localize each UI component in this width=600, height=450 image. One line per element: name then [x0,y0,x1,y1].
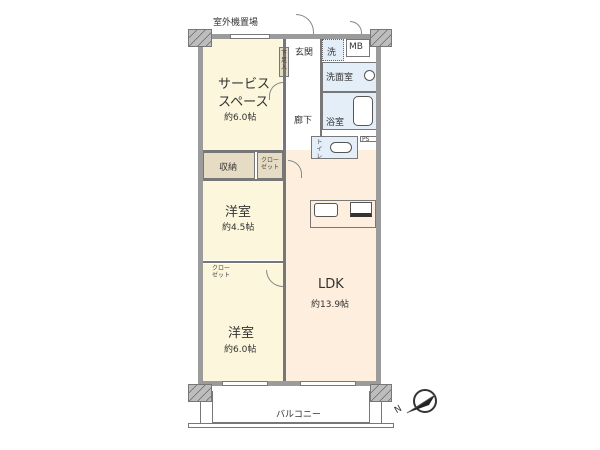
room-ldk [286,150,376,381]
western-2-area: 約6.0帖 [224,345,257,355]
compass: N [393,385,440,420]
storage-label: 収納 [219,163,238,173]
shoe-box-text: 下足入 [280,50,287,71]
service-space-label-1: サービス [218,77,271,92]
room-hallway [288,62,320,150]
compass-icon [406,389,437,414]
pillar-bottom-left [188,384,212,402]
washer-label: 洗 [327,48,337,58]
toilet-label: トイレ [316,139,323,160]
western-1-label: 洋室 [225,205,252,220]
room-storage [203,152,255,179]
closet-1-line1: クロー [260,157,279,164]
pillar-top-right [370,29,392,47]
room-closet-1 [257,152,283,179]
sink-icon [314,203,338,217]
closet-2-line2: ゼット [211,272,230,279]
stove-icon [350,202,372,217]
washbasin-icon [364,70,375,81]
western-1-area: 約4.5帖 [222,223,255,233]
wall-bottom [198,381,381,386]
outdoor-unit-label: 室外機置場 [213,18,259,28]
bathtub-icon [353,96,373,126]
closet-1-line2: ゼット [260,164,279,171]
entrance-label: 玄関 [295,48,314,58]
window-bottom-right [300,381,356,386]
service-space-area: 約6.0帖 [224,113,257,123]
window-top [230,34,270,39]
closet-2-label: クローゼット [205,265,237,279]
window-bottom-left [222,381,268,386]
ldk-area: 約13.9帖 [311,300,350,310]
wall-left [198,34,203,384]
hallway-label: 廊下 [294,116,313,126]
balcony-rail [188,423,394,428]
shoe-box-label: 下足入 [280,50,288,71]
western-2-label: 洋室 [228,326,255,341]
ps-label: PS [362,136,370,143]
pillar-bottom-right [370,384,392,402]
mb-label: MB [349,42,363,52]
service-space-door [269,82,283,100]
washroom-label: 洗面室 [326,73,354,83]
balcony [212,391,370,423]
pillar-top-left [188,29,212,47]
balcony-label: バルコニー [276,410,321,420]
room-western-2 [203,264,283,381]
room-western-1 [203,180,283,260]
room-washer [322,39,344,61]
ldk-label: LDK [318,277,344,292]
bathroom-label: 浴室 [326,118,345,128]
closet-2-line1: クロー [211,265,230,272]
mb-door [350,21,362,34]
toilet-bowl-icon [330,142,352,153]
wall-top [198,34,380,39]
wall-right [376,34,381,384]
service-space-label-2: スペース [218,95,269,110]
toilet-text: トイレ [316,139,323,160]
room-entrance [288,39,320,62]
entrance-door [296,14,314,34]
room-mb [346,39,370,57]
closet-1-label: クローゼット [259,157,281,171]
